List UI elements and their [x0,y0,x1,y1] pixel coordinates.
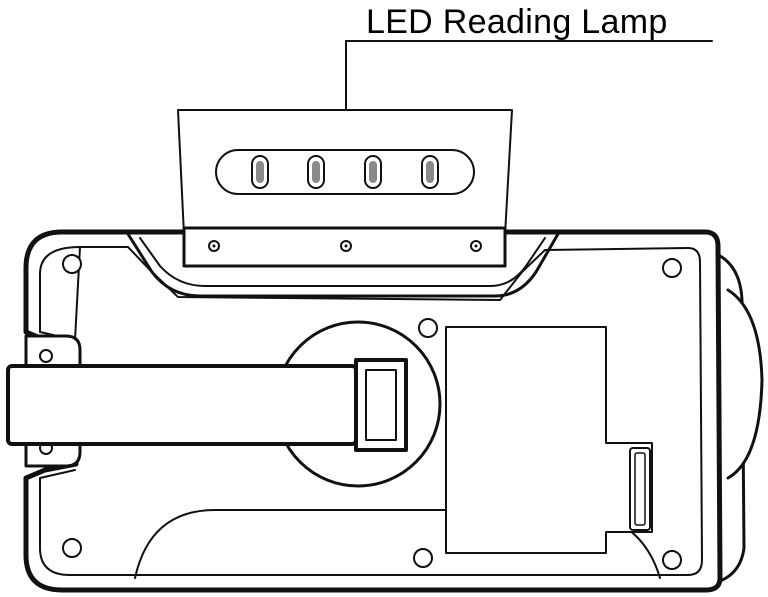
body-screws [62,254,682,570]
led-lens [426,161,434,183]
screw [418,318,438,338]
crank-handle [6,358,408,452]
lamp-screw-center [212,244,216,248]
led-lens [256,161,264,183]
lamp-screw-center [474,244,478,248]
usb-port [629,447,651,531]
led-lens [369,161,377,183]
reading-lamp [177,109,513,268]
lamp-screws [208,240,482,252]
screw [62,254,82,274]
led-row [251,155,439,189]
battery-panel [445,326,653,554]
led-lens [312,161,320,183]
screw [662,550,682,570]
lamp-screw-center [344,244,348,248]
callout-label: LED Reading Lamp [366,3,668,41]
screw [662,258,682,278]
screw [62,538,82,558]
screw [413,548,433,568]
